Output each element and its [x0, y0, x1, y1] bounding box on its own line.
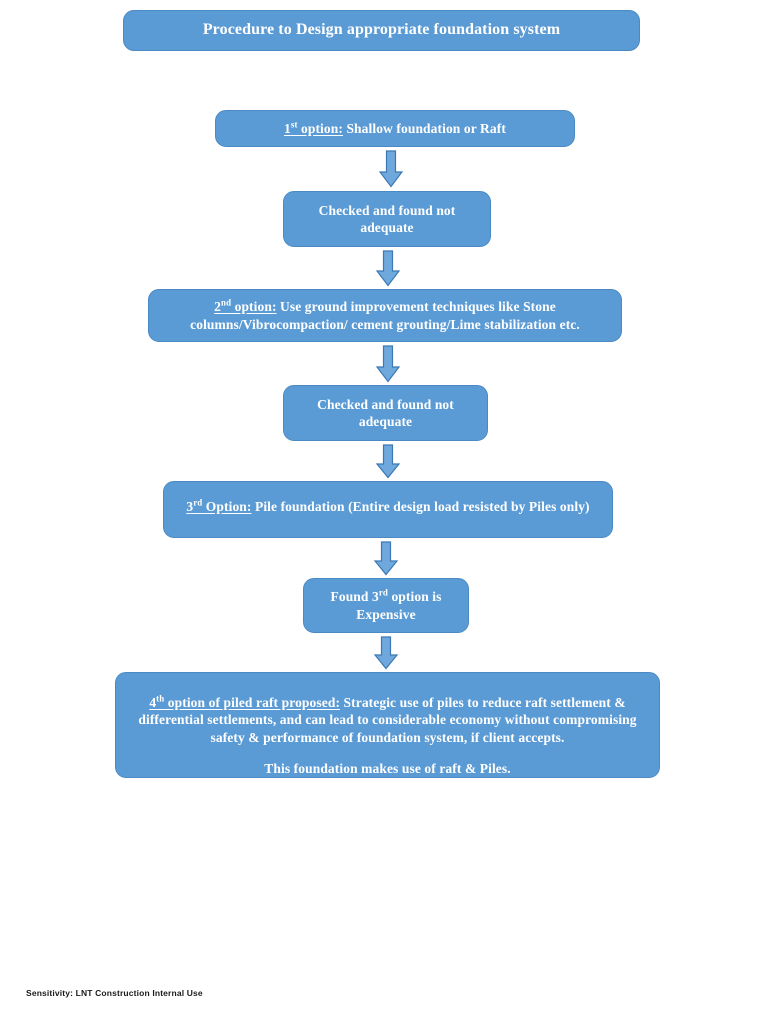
node-checked-2-line1: Checked and found not: [317, 396, 454, 412]
node-checked-1: Checked and found not adequate: [283, 191, 491, 247]
node-expensive-text: Found 3rd option is Expensive: [304, 588, 468, 623]
node-expensive-line2: Expensive: [356, 606, 416, 622]
node-option-3: 3rd Option: Pile foundation (Entire desi…: [163, 481, 613, 538]
ordinal-suffix-icon: th: [156, 693, 165, 704]
node-checked-1-text: Checked and found not adequate: [284, 202, 490, 237]
ordinal-suffix-icon: st: [290, 119, 298, 130]
node-checked-2-text: Checked and found not adequate: [284, 396, 487, 431]
down-arrow-icon: [375, 250, 401, 287]
node-option-4: 4th option of piled raft proposed: Strat…: [115, 672, 660, 778]
node-option-2-underlined: 2nd option:: [214, 297, 277, 315]
sensitivity-footer-label: Sensitivity: LNT Construction Internal U…: [26, 988, 203, 998]
node-option-1: 1st option: Shallow foundation or Raft: [215, 110, 575, 147]
flowchart-title-text: Procedure to Design appropriate foundati…: [202, 21, 561, 39]
node-option-2: 2nd option: Use ground improvement techn…: [148, 289, 622, 342]
node-option-1-body: Shallow foundation or Raft: [342, 120, 506, 136]
node-option-4-second-paragraph: This foundation makes use of raft & Pile…: [264, 760, 511, 776]
node-option-1-text: 1st option: Shallow foundation or Raft: [216, 120, 574, 137]
node-option-1-underlined: 1st option:: [284, 119, 343, 136]
down-arrow-icon: [375, 345, 401, 383]
node-option-2-text: 2nd option: Use ground improvement techn…: [149, 298, 621, 333]
node-checked-1-line1: Checked and found not: [318, 202, 456, 218]
down-arrow-icon: [378, 150, 404, 188]
node-checked-2: Checked and found not adequate: [283, 385, 488, 441]
node-option-4-body: Strategic use of piles to reduce raft se…: [138, 695, 637, 745]
ordinal-suffix-icon: rd: [193, 497, 203, 508]
node-option-3-text: 3rd Option: Pile foundation (Entire desi…: [164, 490, 612, 515]
node-checked-2-line2: adequate: [358, 414, 413, 429]
ordinal-suffix-icon: nd: [221, 297, 232, 308]
flowchart-title-box: Procedure to Design appropriate foundati…: [123, 10, 640, 51]
down-arrow-icon: [375, 444, 401, 479]
node-option-3-body: Pile foundation (Entire design load resi…: [251, 499, 590, 514]
node-expensive-line1-pre: Found 3: [330, 589, 379, 605]
node-option-4-text: 4th option of piled raft proposed: Strat…: [116, 683, 659, 777]
down-arrow-icon: [373, 541, 399, 576]
node-checked-1-line2: adequate: [360, 220, 414, 235]
ordinal-suffix-icon: rd: [378, 587, 388, 598]
down-arrow-icon: [373, 636, 399, 670]
node-option-2-body: Use ground improvement techniques like S…: [190, 299, 580, 332]
node-expensive-line1-post: option is: [387, 589, 442, 605]
paragraph-spacer: [126, 746, 649, 760]
node-option-4-underlined: 4th option of piled raft proposed:: [149, 693, 341, 710]
node-expensive: Found 3rd option is Expensive: [303, 578, 469, 633]
node-option-3-underlined: 3rd Option:: [186, 497, 252, 514]
